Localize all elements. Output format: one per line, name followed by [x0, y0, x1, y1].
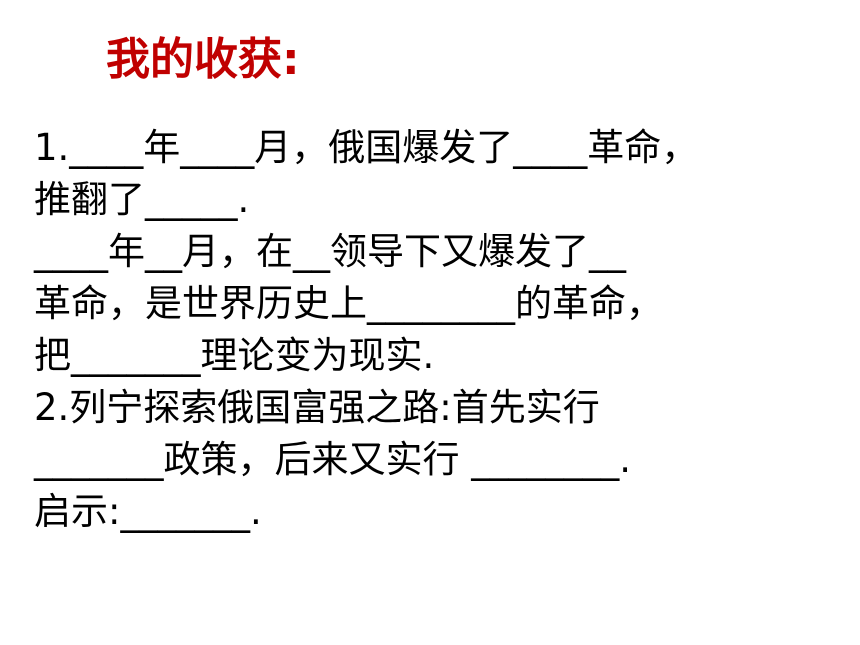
fill-in-questions: 1.____年____月，俄国爆发了____革命， 推翻了_____. ____… — [34, 122, 834, 538]
inspiration-line: 启示:_______. — [34, 490, 262, 533]
question-1-line-1: 1.____年____月，俄国爆发了____革命， — [34, 126, 699, 169]
question-2-line-1: 2.列宁探索俄国富强之路:首先实行 — [34, 386, 600, 429]
question-2-line-2: _______政策，后来又实行 ________. — [34, 438, 632, 481]
question-1-line-5: 把_______理论变为现实. — [34, 334, 435, 377]
question-1-line-4: 革命，是世界历史上________的革命， — [34, 282, 663, 325]
question-1-line-2: 推翻了_____. — [34, 178, 250, 221]
slide-title: 我的收获: — [106, 34, 300, 85]
question-1-line-3: ____年__月，在__领导下又爆发了__ — [34, 230, 626, 273]
